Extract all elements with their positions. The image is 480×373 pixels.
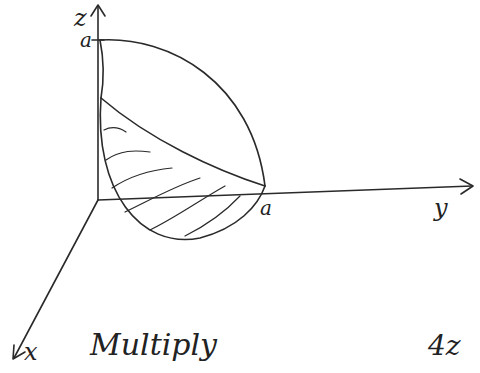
lower-bowl — [100, 98, 265, 240]
z-arrowhead — [91, 5, 105, 16]
x-arrowhead — [13, 345, 25, 359]
y-arrowhead — [460, 179, 473, 194]
dimension-label: a — [260, 198, 272, 218]
z-axis — [97, 6, 99, 200]
inner-curve — [101, 98, 265, 186]
z-edge — [100, 40, 103, 98]
note: 4z — [428, 332, 461, 360]
upper-arc — [100, 40, 265, 186]
x-axis — [14, 200, 98, 358]
dimension-label: a — [80, 30, 92, 50]
axis-label: x — [24, 340, 38, 364]
note: Multiply — [90, 330, 217, 360]
hatching — [104, 128, 240, 236]
axis-label: z — [74, 6, 87, 30]
axis-label: y — [434, 196, 448, 220]
